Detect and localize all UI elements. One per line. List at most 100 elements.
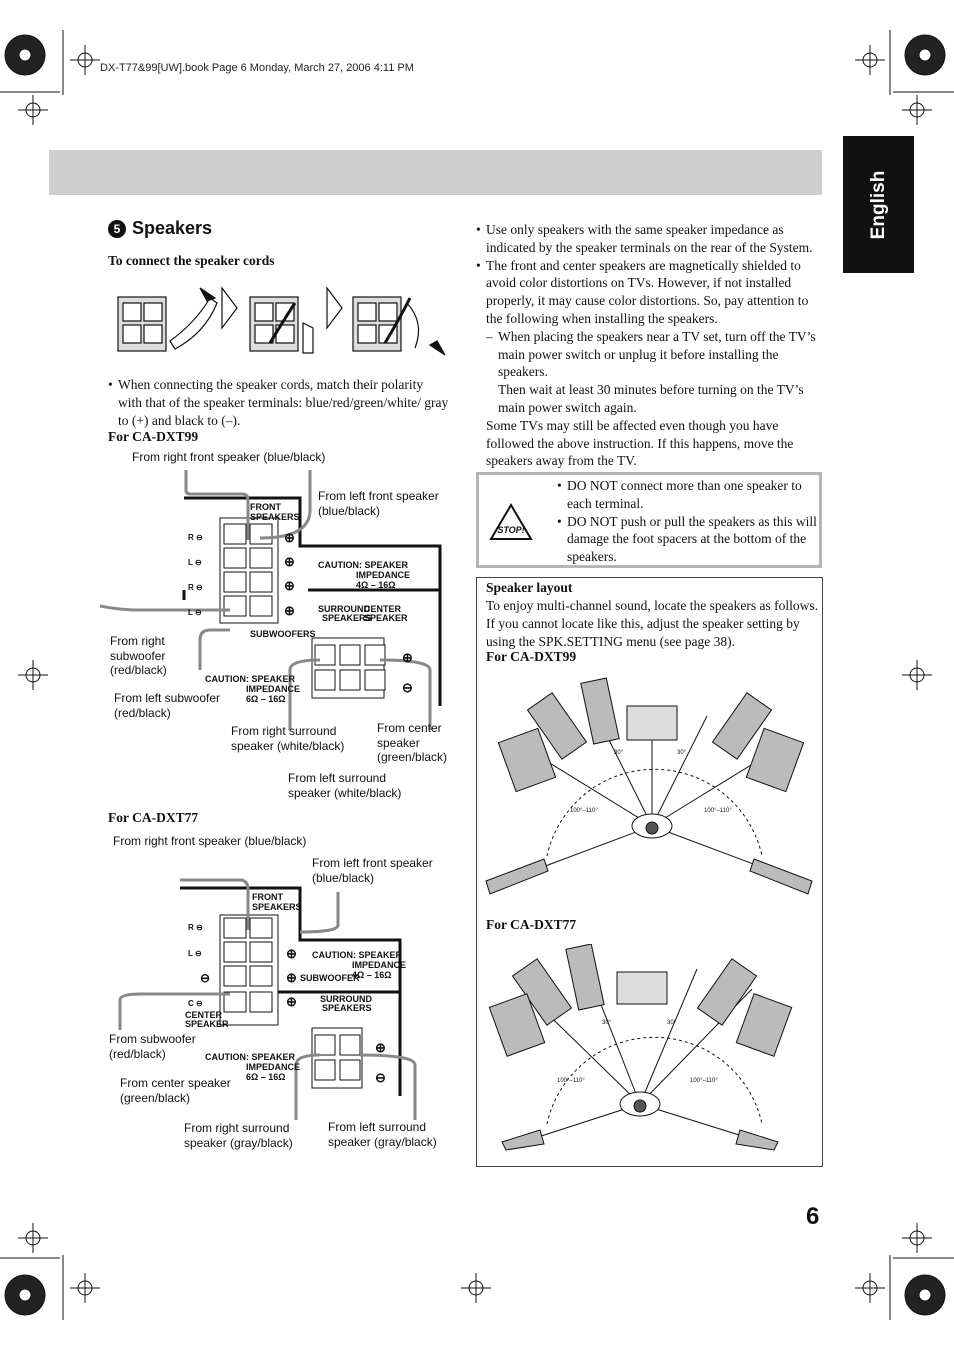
dxt99-panel-caution1: CAUTION: SPEAKER bbox=[318, 560, 409, 570]
svg-text:IMPEDANCE: IMPEDANCE bbox=[246, 684, 300, 694]
svg-text:6Ω – 16Ω: 6Ω – 16Ω bbox=[246, 1072, 285, 1082]
impedance-bullet: Use only speakers with the same speaker … bbox=[476, 221, 822, 257]
svg-text:R ⊖: R ⊖ bbox=[188, 923, 203, 932]
dxt99-panel-caution2: CAUTION: SPEAKER bbox=[205, 674, 296, 684]
connect-heading: To connect the speaker cords bbox=[108, 253, 275, 268]
svg-text:R ⊖: R ⊖ bbox=[188, 583, 203, 592]
svg-text:SPEAKERS: SPEAKERS bbox=[250, 512, 300, 522]
dxt99-label-right-front: From right front speaker (blue/black) bbox=[132, 450, 326, 464]
svg-text:SURROUND: SURROUND bbox=[320, 994, 373, 1004]
dxt77-label-left-front: From left front speaker (blue/black) bbox=[312, 856, 433, 885]
svg-text:IMPEDANCE: IMPEDANCE bbox=[352, 960, 406, 970]
svg-text:L ⊖: L ⊖ bbox=[188, 558, 202, 567]
right-column-notes: Use only speakers with the same speaker … bbox=[476, 221, 822, 470]
dxt77-heading: For CA-DXT77 bbox=[108, 810, 199, 825]
svg-text:SPEAKERS: SPEAKERS bbox=[252, 902, 302, 912]
svg-text:IMPEDANCE: IMPEDANCE bbox=[356, 570, 410, 580]
speaker-layout-box: Speaker layout To enjoy multi-channel so… bbox=[476, 577, 823, 1167]
svg-text:L ⊖: L ⊖ bbox=[188, 608, 202, 617]
svg-text:SPEAKERS: SPEAKERS bbox=[322, 613, 372, 623]
dxt99-panel-surround: SURROUND bbox=[318, 604, 371, 614]
svg-text:4Ω – 16Ω: 4Ω – 16Ω bbox=[352, 970, 391, 980]
dxt77-angle-left: 30° bbox=[602, 1020, 612, 1026]
cord-connection-illustration bbox=[117, 286, 446, 356]
caution-item-2: DO NOT push or pull the speakers as this… bbox=[557, 513, 817, 566]
svg-text:FRONT: FRONT bbox=[252, 892, 283, 902]
dxt99-angle-left: 30° bbox=[614, 750, 624, 756]
svg-text:⊖: ⊖ bbox=[402, 680, 413, 695]
tv-wait-note: Then wait at least 30 minutes before tur… bbox=[498, 382, 804, 415]
dxt77-wiring-diagram: FRONT SPEAKERS CAUTION: SPEAKER IMPEDANC… bbox=[118, 878, 417, 1120]
svg-text:SUBWOOFER: SUBWOOFER bbox=[300, 973, 360, 983]
polarity-bullet: When connecting the speaker cords, match… bbox=[108, 376, 450, 429]
tv-affected-note: Some TVs may still be affected even thou… bbox=[486, 417, 794, 469]
dxt99-panel-subwoofers: SUBWOOFERS bbox=[250, 629, 316, 639]
svg-text:⊕: ⊕ bbox=[284, 603, 295, 618]
layout-heading: Speaker layout bbox=[486, 580, 573, 595]
caution-box: STOP! DO NOT connect more than one speak… bbox=[476, 472, 822, 568]
section-title-text: Speakers bbox=[132, 218, 213, 238]
language-tab-label: English bbox=[867, 170, 889, 239]
dxt99-label-left-surround: From left surround speaker (white/black) bbox=[288, 771, 402, 800]
svg-text:⊕: ⊕ bbox=[284, 578, 295, 593]
dxt99-speaker-layout: 30° 30° 100°–110° 100°–110° bbox=[485, 677, 813, 895]
svg-text:⊕: ⊕ bbox=[284, 554, 295, 569]
dxt77-label-sub: From subwoofer (red/black) bbox=[109, 1032, 196, 1061]
layout-dxt77-heading: For CA-DXT77 bbox=[486, 917, 577, 932]
svg-text:⊖: ⊖ bbox=[375, 1070, 386, 1085]
dxt99-side-left: 100°–110° bbox=[570, 808, 598, 814]
layout-dxt99-heading: For CA-DXT99 bbox=[486, 649, 577, 664]
svg-text:L ⊖: L ⊖ bbox=[188, 949, 202, 958]
dxt99-angle-right: 30° bbox=[677, 750, 687, 756]
svg-text:4Ω – 16Ω: 4Ω – 16Ω bbox=[356, 580, 395, 590]
page-number: 6 bbox=[806, 1203, 820, 1230]
svg-text:SPEAKER: SPEAKER bbox=[185, 1019, 229, 1029]
section-number: 5 bbox=[108, 219, 126, 238]
header-band bbox=[49, 150, 822, 195]
svg-text:⊕: ⊕ bbox=[375, 1040, 386, 1055]
svg-text:SPEAKER: SPEAKER bbox=[364, 613, 408, 623]
svg-text:⊕: ⊕ bbox=[286, 946, 297, 961]
svg-text:CAUTION: SPEAKER: CAUTION: SPEAKER bbox=[312, 950, 403, 960]
svg-text:⊕: ⊕ bbox=[286, 970, 297, 985]
dxt99-label-left-sub: From left subwoofer (red/black) bbox=[114, 691, 221, 720]
dxt99-panel-front: FRONT bbox=[250, 502, 281, 512]
svg-text:R ⊖: R ⊖ bbox=[188, 533, 203, 542]
dxt77-label-center: From center speaker (green/black) bbox=[120, 1076, 231, 1105]
svg-text:SPEAKERS: SPEAKERS bbox=[322, 1003, 372, 1013]
svg-text:6Ω – 16Ω: 6Ω – 16Ω bbox=[246, 694, 285, 704]
dxt77-label-left-surround: From left surround speaker (gray/black) bbox=[328, 1120, 437, 1149]
dxt99-label-left-front: From left front speaker (blue/black) bbox=[318, 489, 439, 518]
stop-icon: STOP! bbox=[489, 503, 533, 540]
dxt77-side-right: 100°–110° bbox=[690, 1078, 718, 1084]
dxt77-angle-right: 30° bbox=[667, 1020, 677, 1026]
dxt77-side-left: 100°–110° bbox=[557, 1078, 585, 1084]
language-tab: English bbox=[843, 136, 914, 273]
dxt99-label-right-surround: From right surround speaker (white/black… bbox=[231, 724, 345, 753]
dxt77-label-right-front: From right front speaker (blue/black) bbox=[113, 834, 307, 848]
section-title: 5 Speakers bbox=[108, 218, 212, 239]
dxt99-wiring-diagram: FRONT SPEAKERS CAUTION: SPEAKER IMPEDANC… bbox=[100, 470, 442, 730]
dxt77-speaker-layout: 30° 30° 100°–110° 100°–110° bbox=[488, 944, 793, 1151]
svg-text:⊕: ⊕ bbox=[286, 994, 297, 1009]
svg-text:CAUTION: SPEAKER: CAUTION: SPEAKER bbox=[205, 1052, 296, 1062]
tv-power-note: When placing the speakers near a TV set,… bbox=[486, 328, 822, 381]
svg-text:CENTER: CENTER bbox=[364, 604, 402, 614]
svg-text:⊖: ⊖ bbox=[200, 971, 210, 985]
print-header: DX-T77&99[UW].book Page 6 Monday, March … bbox=[100, 62, 414, 74]
svg-text:C ⊖: C ⊖ bbox=[188, 999, 203, 1008]
svg-text:CENTER: CENTER bbox=[185, 1010, 223, 1020]
caution-item-1: DO NOT connect more than one speaker to … bbox=[557, 477, 817, 513]
svg-text:⊕: ⊕ bbox=[402, 650, 413, 665]
layout-text: To enjoy multi-channel sound, locate the… bbox=[486, 598, 818, 649]
stop-icon-text: STOP! bbox=[497, 525, 524, 535]
dxt99-label-right-sub: From right subwoofer (red/black) bbox=[110, 634, 167, 677]
svg-text:IMPEDANCE: IMPEDANCE bbox=[246, 1062, 300, 1072]
dxt77-label-right-surround: From right surround speaker (gray/black) bbox=[184, 1121, 293, 1150]
svg-text:⊕: ⊕ bbox=[284, 530, 295, 545]
dxt99-label-center: From center speaker (green/black) bbox=[377, 721, 448, 764]
shielding-bullet: The front and center speakers are magnet… bbox=[476, 257, 822, 328]
dxt99-heading: For CA-DXT99 bbox=[108, 429, 199, 444]
dxt99-side-right: 100°–110° bbox=[704, 808, 732, 814]
